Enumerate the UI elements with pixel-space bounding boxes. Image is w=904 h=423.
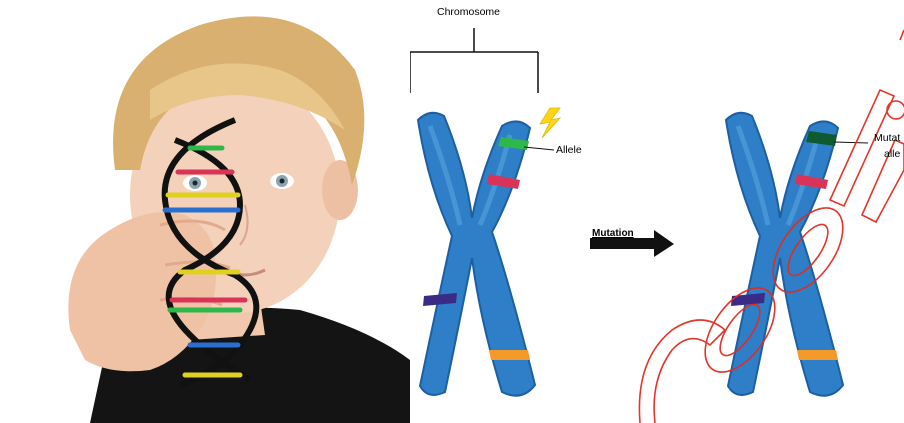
mutation-diagram: Chromosome Allele Mutation Mutat alle	[410, 0, 904, 423]
allele-label: Allele	[556, 145, 582, 156]
orange-band	[489, 350, 530, 360]
mutation-label: Mutation	[592, 229, 634, 239]
orange-band	[797, 350, 838, 360]
mutated-allele-label-line1: Mutat	[874, 133, 900, 144]
chromosome-bracket	[410, 28, 538, 93]
lightning-bolt-icon	[540, 108, 560, 138]
chromosome-original	[418, 113, 535, 396]
child-dna-photo	[0, 0, 410, 423]
chromosome-label: Chromosome	[437, 7, 500, 18]
mutated-allele-label-line2: alle	[884, 149, 900, 160]
chromosome-mutated	[726, 113, 843, 396]
